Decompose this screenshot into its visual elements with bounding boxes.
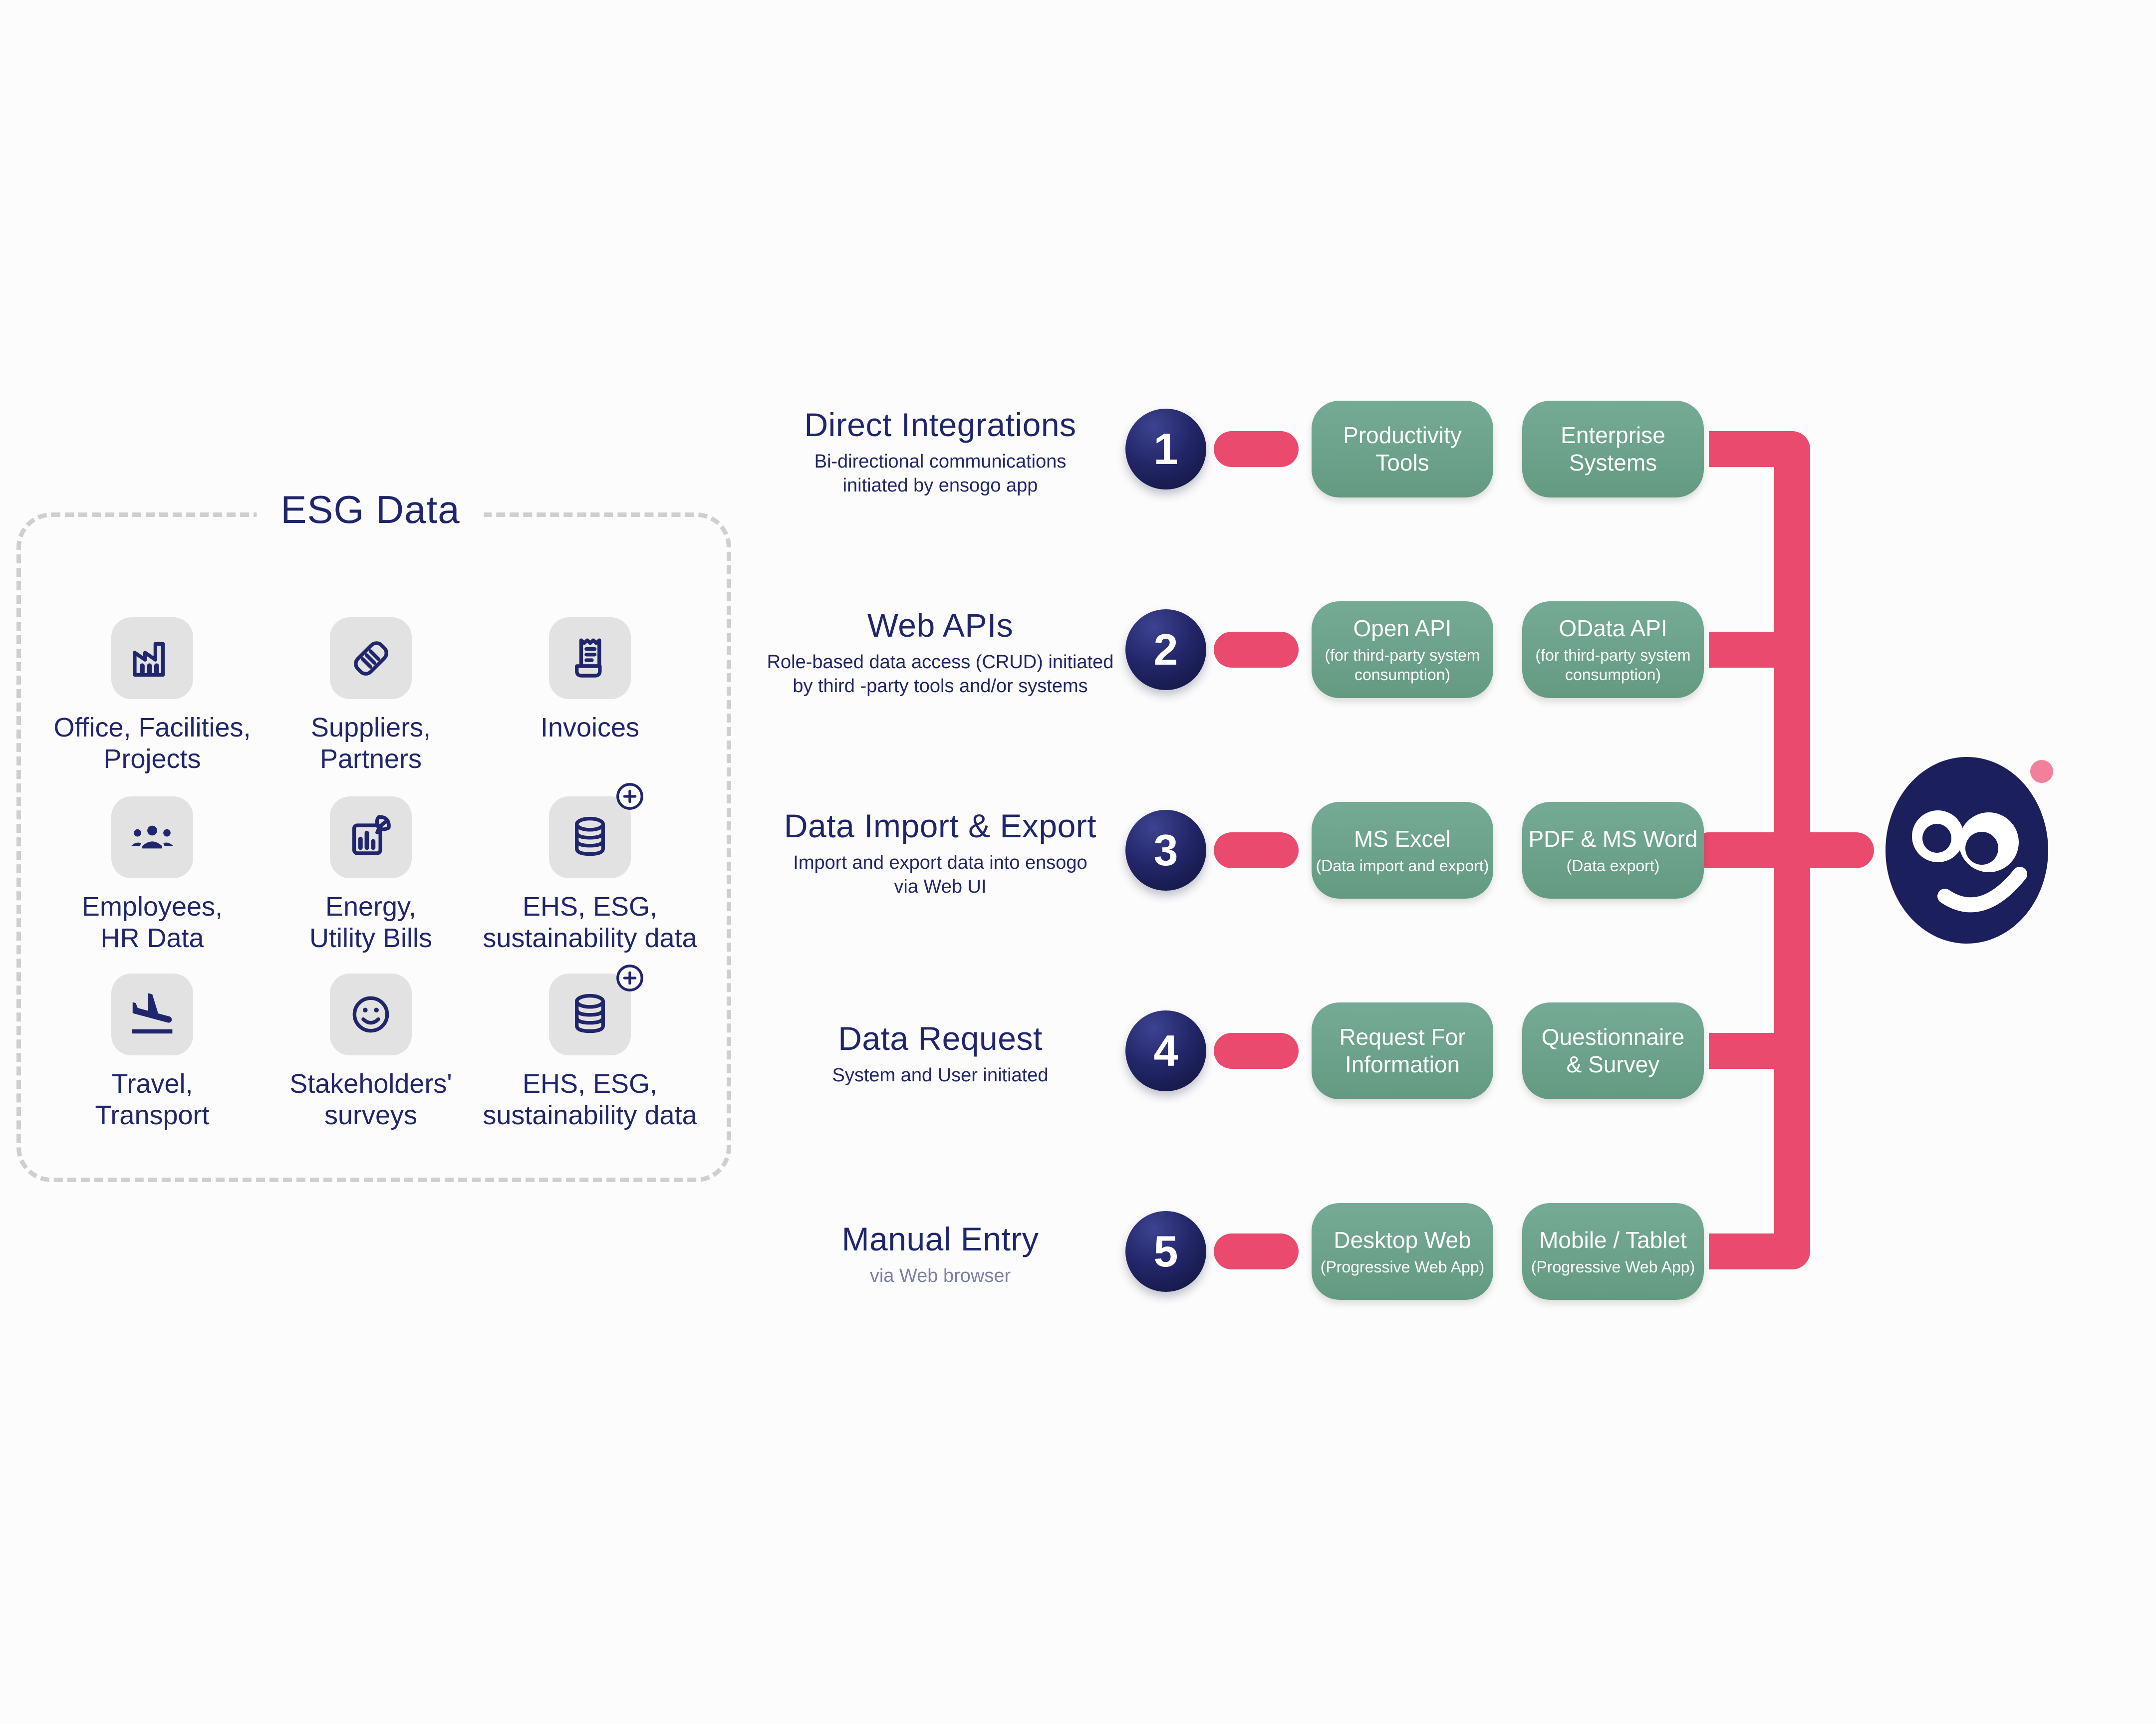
- box-questionnaire-survey: Questionnaire & Survey: [1522, 1002, 1704, 1099]
- box-title: Open API: [1353, 615, 1452, 641]
- box-ms-excel: MS Excel (Data import and export): [1312, 802, 1493, 899]
- box-subtitle: (for third-party system consumption): [1535, 646, 1691, 684]
- box-title: Questionnaire & Survey: [1541, 1024, 1685, 1077]
- box-subtitle: (for third-party system consumption): [1325, 646, 1480, 684]
- step-badge-1: 1: [1125, 409, 1206, 490]
- logo-pink-dot-icon: [2030, 760, 2053, 783]
- box-open-api: Open API (for third-party system consump…: [1312, 601, 1493, 698]
- ensogo-logo: [1886, 757, 2048, 944]
- plus-icon: [614, 781, 645, 812]
- factory-icon: [133, 642, 165, 677]
- step-number: 3: [1153, 825, 1178, 875]
- people-icon: [131, 825, 174, 849]
- plus-icon: [614, 963, 645, 993]
- step-number: 2: [1153, 625, 1178, 674]
- channel-title: Data Import & Export: [784, 807, 1097, 844]
- tile-label: Stakeholders' surveys: [289, 1069, 452, 1130]
- tile-label: Energy, Utility Bills: [309, 892, 432, 953]
- step-badge-3: 3: [1125, 810, 1206, 891]
- channel-title: Direct Integrations: [804, 406, 1077, 443]
- receipt-icon: [575, 638, 602, 678]
- tile-label: Suppliers, Partners: [310, 713, 431, 774]
- box-title: Mobile / Tablet: [1539, 1227, 1687, 1253]
- channel-label-web-apis: Web APIs Role-based data access (CRUD) i…: [751, 595, 1130, 710]
- smiley-icon: [352, 996, 389, 1033]
- step-number: 5: [1153, 1227, 1178, 1276]
- tile-label: Travel, Transport: [95, 1069, 210, 1130]
- channel-subtitle: via Web browser: [869, 1265, 1011, 1286]
- box-title: Desktop Web: [1334, 1227, 1471, 1253]
- esg-tile: [549, 796, 631, 878]
- tile-label: EHS, ESG, sustainability data: [483, 1069, 697, 1130]
- esg-tile: [111, 796, 193, 878]
- esg-tile: [111, 974, 193, 1055]
- channel-label-direct-integrations: Direct Integrations Bi-directional commu…: [751, 394, 1130, 509]
- box-subtitle: (Data export): [1566, 856, 1660, 875]
- box-pdf-ms-word: PDF & MS Word (Data export): [1522, 802, 1704, 899]
- step-badge-5: 5: [1125, 1211, 1206, 1292]
- connector-lines: [1214, 431, 1874, 1269]
- esg-tile: [330, 796, 412, 878]
- box-title: OData API: [1559, 615, 1667, 641]
- tile-label: Office, Facilities, Projects: [53, 713, 251, 774]
- tile-label: Employees, HR Data: [81, 892, 223, 953]
- box-title: Enterprise Systems: [1561, 422, 1665, 476]
- channel-subtitle: Role-based data access (CRUD) initiated …: [767, 652, 1114, 697]
- channel-subtitle: System and User initiated: [832, 1065, 1049, 1086]
- box-productivity-tools: Productivity Tools: [1312, 401, 1493, 497]
- box-subtitle: (Progressive Web App): [1531, 1257, 1695, 1276]
- channel-title: Web APIs: [867, 607, 1014, 644]
- esg-tile: [330, 617, 412, 699]
- tile-label: Invoices: [540, 713, 640, 742]
- box-title: MS Excel: [1353, 825, 1451, 852]
- esg-panel-title: ESG Data: [257, 480, 484, 539]
- tile-label: EHS, ESG, sustainability data: [483, 892, 697, 953]
- database-icon: [575, 816, 605, 856]
- step-number: 4: [1153, 1026, 1178, 1075]
- box-subtitle: (Progressive Web App): [1320, 1257, 1485, 1276]
- box-title: PDF & MS Word: [1528, 825, 1698, 852]
- box-request-for-information: Request For Information: [1312, 1002, 1493, 1099]
- channel-title: Data Request: [838, 1020, 1043, 1057]
- channel-title: Manual Entry: [841, 1221, 1039, 1257]
- airplane-landing-icon: [132, 993, 173, 1034]
- channel-label-data-request: Data Request System and User initiated: [751, 996, 1130, 1111]
- database-icon: [575, 993, 605, 1033]
- channel-subtitle: Import and export data into ensogo via W…: [793, 852, 1087, 897]
- step-number: 1: [1153, 424, 1178, 474]
- step-badge-4: 4: [1125, 1010, 1206, 1091]
- channel-label-manual-entry: Manual Entry via Web browser: [751, 1197, 1130, 1311]
- box-desktop-web: Desktop Web (Progressive Web App): [1312, 1203, 1493, 1300]
- esg-tile: [549, 974, 631, 1055]
- channel-label-data-import-export: Data Import & Export Import and export d…: [751, 795, 1130, 910]
- box-title: Request For Information: [1339, 1024, 1466, 1077]
- esg-tile: [330, 974, 412, 1055]
- box-mobile-tablet: Mobile / Tablet (Progressive Web App): [1522, 1203, 1704, 1300]
- box-enterprise-systems: Enterprise Systems: [1522, 401, 1704, 497]
- esg-tile: [111, 617, 193, 699]
- step-badge-2: 2: [1125, 609, 1206, 690]
- handshake-icon: [354, 641, 388, 676]
- box-title: Productivity Tools: [1343, 422, 1462, 476]
- chart-leaf-icon: [352, 815, 391, 855]
- channel-subtitle: Bi-directional communications initiated …: [814, 451, 1067, 496]
- esg-tile: [549, 617, 631, 699]
- box-subtitle: (Data import and export): [1316, 856, 1489, 875]
- box-odata-api: OData API (for third-party system consum…: [1522, 601, 1704, 698]
